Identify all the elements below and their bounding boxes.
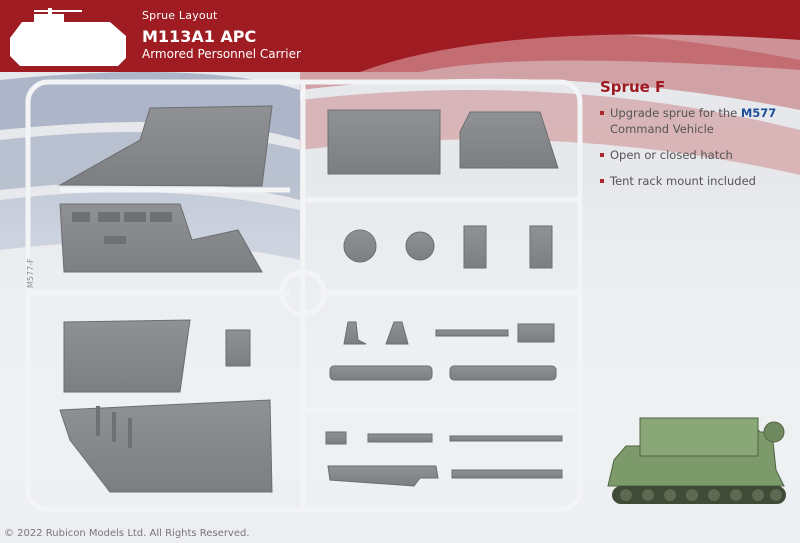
- bullet-icon: [600, 179, 604, 183]
- feature-list: Upgrade sprue for the M577 Command Vehic…: [600, 105, 790, 189]
- part-clip-a: [343, 321, 367, 345]
- feature-item: Upgrade sprue for the M577 Command Vehic…: [600, 105, 790, 137]
- sprue-title: Sprue F: [600, 78, 666, 96]
- feature-item: Open or closed hatch: [600, 147, 790, 163]
- part-side-panel-top: [58, 105, 273, 187]
- part-box: [517, 323, 555, 343]
- part-clip-b: [385, 321, 409, 345]
- page-title: M113A1 APC: [142, 27, 257, 46]
- part-curve: [327, 465, 439, 487]
- feature-item: Tent rack mount included: [600, 173, 790, 189]
- part-rail-b: [449, 365, 557, 381]
- part-roof-plate: [327, 109, 441, 175]
- header-bar: [0, 0, 800, 72]
- sprue-frame: [25, 79, 583, 513]
- header-subtitle: Sprue Layout: [142, 9, 218, 22]
- part-strip-a: [367, 433, 433, 443]
- m577-vehicle-render: [607, 417, 786, 504]
- header: Sprue Layout M113A1 APC Armored Personne…: [0, 0, 800, 72]
- part-rail-a: [329, 365, 433, 381]
- part-side-panel-lower: [63, 319, 191, 393]
- part-block: [325, 431, 347, 445]
- bullet-icon: [600, 153, 604, 157]
- vehicle-silhouette-icon: [10, 8, 126, 66]
- part-hatch-round-a: [343, 229, 377, 263]
- header-text: Sprue Layout M113A1 APC Armored Personne…: [142, 9, 301, 61]
- highlight-model: M577: [740, 106, 777, 120]
- part-hatch-box: [459, 111, 559, 169]
- header-description: Armored Personnel Carrier: [142, 47, 301, 61]
- part-hatch-round-b: [405, 231, 435, 261]
- part-bar-a: [435, 329, 509, 337]
- part-details: [72, 212, 172, 448]
- part-strip-b: [449, 435, 563, 442]
- sprue-frame-label: M577-F: [26, 258, 35, 288]
- copyright: © 2022 Rubicon Models Ltd. All Rights Re…: [4, 528, 250, 539]
- part-tent-mount: [225, 329, 251, 367]
- bullet-icon: [600, 111, 604, 115]
- part-bracket-b: [529, 225, 553, 269]
- part-strip-c: [451, 469, 563, 479]
- sprue-info-panel: Sprue F Upgrade sprue for the M577 Comma…: [600, 78, 790, 199]
- part-bracket-a: [463, 225, 487, 269]
